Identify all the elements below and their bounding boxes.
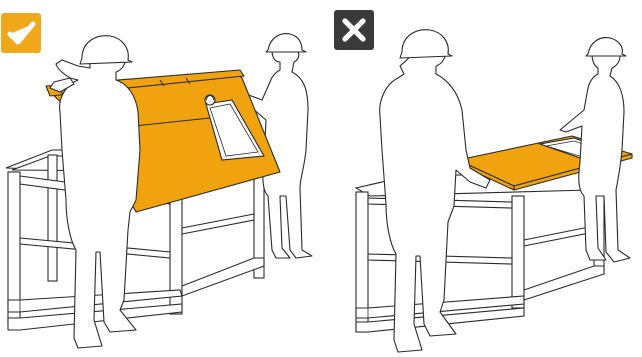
hard-hat-left-2: [400, 30, 452, 58]
hard-hat-right: [266, 34, 306, 52]
incorrect-method-scene: [356, 30, 632, 352]
checkmark-badge: [1, 13, 41, 53]
hard-hat-right-2: [586, 38, 626, 56]
correct-method-scene: [6, 34, 312, 348]
hard-hat-left: [80, 36, 132, 64]
cross-badge: [334, 10, 374, 50]
